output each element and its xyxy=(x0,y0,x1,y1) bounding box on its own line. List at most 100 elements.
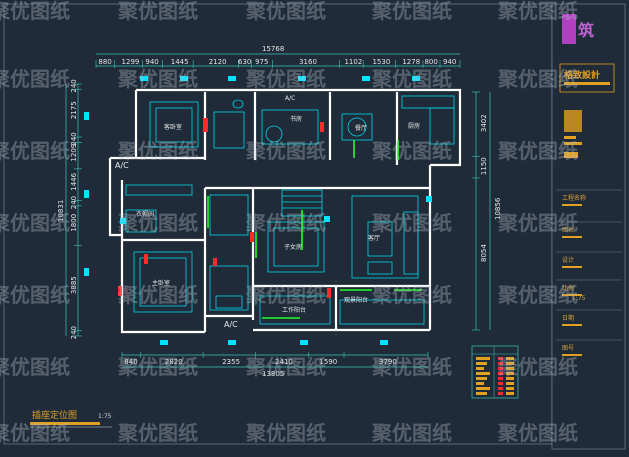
master-bedroom-label: 主卧室 xyxy=(152,279,170,287)
top-dim-segment: 940 xyxy=(145,58,158,66)
ac-bottom-label: A/C xyxy=(224,320,238,329)
legend-symbol xyxy=(498,367,503,370)
bottom-dim-segment: 3790 xyxy=(379,358,397,366)
watermark-text: 聚优图纸 xyxy=(497,0,578,23)
watermark-text: 聚优图纸 xyxy=(245,283,326,307)
top-dim-segment: 1299 xyxy=(122,58,140,66)
watermark-text: 聚优图纸 xyxy=(371,211,452,235)
legend-text-bar xyxy=(506,372,514,375)
left-dim-segment: 240 xyxy=(70,132,78,145)
plan-caption: 插座定位图 1:75 xyxy=(30,409,112,428)
legend-text-bar xyxy=(506,362,514,365)
left-dim-segment: 240 xyxy=(70,196,78,209)
watermark-text: 聚优图纸 xyxy=(0,421,70,445)
left-dim-segment: 1209 xyxy=(70,144,78,162)
bottom-dim-segment: 2355 xyxy=(222,358,240,366)
plan-scale: 1:75 xyxy=(98,413,112,420)
legend-symbol xyxy=(498,387,503,390)
watermark-text: 聚优图纸 xyxy=(117,421,198,445)
living-room-label: 客厅 xyxy=(368,234,380,242)
top-dim-segment: 940 xyxy=(443,58,456,66)
watermark-text: 聚优图纸 xyxy=(245,139,326,163)
bottom-dim-segment: 2820 xyxy=(165,358,183,366)
watermark-text: 聚优图纸 xyxy=(0,0,70,23)
socket-legend xyxy=(471,345,519,399)
watermark-text: 聚优图纸 xyxy=(371,355,452,379)
watermark-text: 聚优图纸 xyxy=(0,139,70,163)
dining-label: 餐厅 xyxy=(355,124,367,132)
watermark-text: 聚优图纸 xyxy=(371,421,452,445)
left-dim-segment: 3885 xyxy=(70,276,78,294)
company-name: 格致設計 xyxy=(564,69,600,81)
legend-text-bar xyxy=(506,382,514,385)
watermark-text: 聚优图纸 xyxy=(0,355,70,379)
plan-title: 插座定位图 xyxy=(32,409,77,421)
socket-markers xyxy=(84,76,432,345)
legend-swatch xyxy=(476,392,487,395)
logo-mark xyxy=(562,14,576,44)
watermark-text: 聚优图纸 xyxy=(117,211,198,235)
legend-swatch xyxy=(476,387,490,390)
top-dim-segment: 1445 xyxy=(171,58,189,66)
watermark-text: 聚优图纸 xyxy=(497,211,578,235)
watermark-text: 聚优图纸 xyxy=(117,139,198,163)
top-dim-segment: 1530 xyxy=(372,58,390,66)
legend-swatch xyxy=(476,357,490,360)
walls xyxy=(108,88,462,334)
guest-bedroom-label: 客卧室 xyxy=(164,123,182,131)
watermark-text: 聚优图纸 xyxy=(371,139,452,163)
kids-room-label: 子女房 xyxy=(284,243,302,251)
bottom-dim-segment: 840 xyxy=(124,358,137,366)
legend-swatch xyxy=(476,382,484,385)
title-block-label: 工程名称 xyxy=(562,194,586,202)
legend-text-bar xyxy=(506,367,514,370)
watermark-text: 聚优图纸 xyxy=(0,283,70,307)
top-dim-segment: 1102 xyxy=(344,58,362,66)
legend-swatch xyxy=(476,372,490,375)
legend-symbol xyxy=(498,382,503,385)
legend-swatch xyxy=(476,362,487,365)
watermark-text: 聚优图纸 xyxy=(117,0,198,23)
watermark-text: 聚优图纸 xyxy=(245,355,326,379)
top-dim-segment: 1278 xyxy=(402,58,420,66)
watermark-text: 聚优图纸 xyxy=(497,139,578,163)
watermark-text: 聚优图纸 xyxy=(497,355,578,379)
legend-symbol xyxy=(498,362,503,365)
watermark-text: 聚优图纸 xyxy=(371,67,452,91)
left-total-dim: 10831 xyxy=(57,200,65,222)
watermark-text: 聚优图纸 xyxy=(245,0,326,23)
bottom-dim-segment: 2410 xyxy=(275,358,293,366)
left-dim-segment: 240 xyxy=(70,326,78,339)
legend-swatch xyxy=(476,377,487,380)
title-block-scale: 1:75 xyxy=(572,295,586,302)
watermark-layer: 聚优图纸聚优图纸聚优图纸聚优图纸聚优图纸聚优图纸聚优图纸聚优图纸聚优图纸聚优图纸… xyxy=(0,0,578,445)
legend-text-bar xyxy=(506,392,514,395)
top-dim-segment: 800 xyxy=(424,58,437,66)
view-balcony-label: 观景阳台 xyxy=(344,296,368,304)
study-label: 书房 xyxy=(290,115,302,123)
watermark-text: 聚优图纸 xyxy=(117,283,198,307)
legend-symbol xyxy=(498,372,503,375)
title-block-label: 图名 xyxy=(562,226,574,234)
top-total-dim: 15768 xyxy=(262,45,284,53)
legend-symbol xyxy=(498,392,503,395)
right-dim-segment: 1150 xyxy=(480,157,488,175)
watermark-text: 聚优图纸 xyxy=(245,211,326,235)
legend-text-bar xyxy=(506,377,514,380)
watermark-text: 聚优图纸 xyxy=(497,421,578,445)
top-dim-segment: 2120 xyxy=(209,58,227,66)
furniture xyxy=(125,95,455,325)
legend-text-bar xyxy=(506,357,514,360)
bottom-dim-segment: 1590 xyxy=(319,358,337,366)
logo-text: 筑 xyxy=(578,21,594,40)
top-dim-segment: 880 xyxy=(98,58,111,66)
watermark-text: 聚优图纸 xyxy=(497,67,578,91)
work-balcony-label: 工作阳台 xyxy=(282,306,306,314)
watermark-text: 聚优图纸 xyxy=(0,211,70,235)
watermark-text: 聚优图纸 xyxy=(117,355,198,379)
